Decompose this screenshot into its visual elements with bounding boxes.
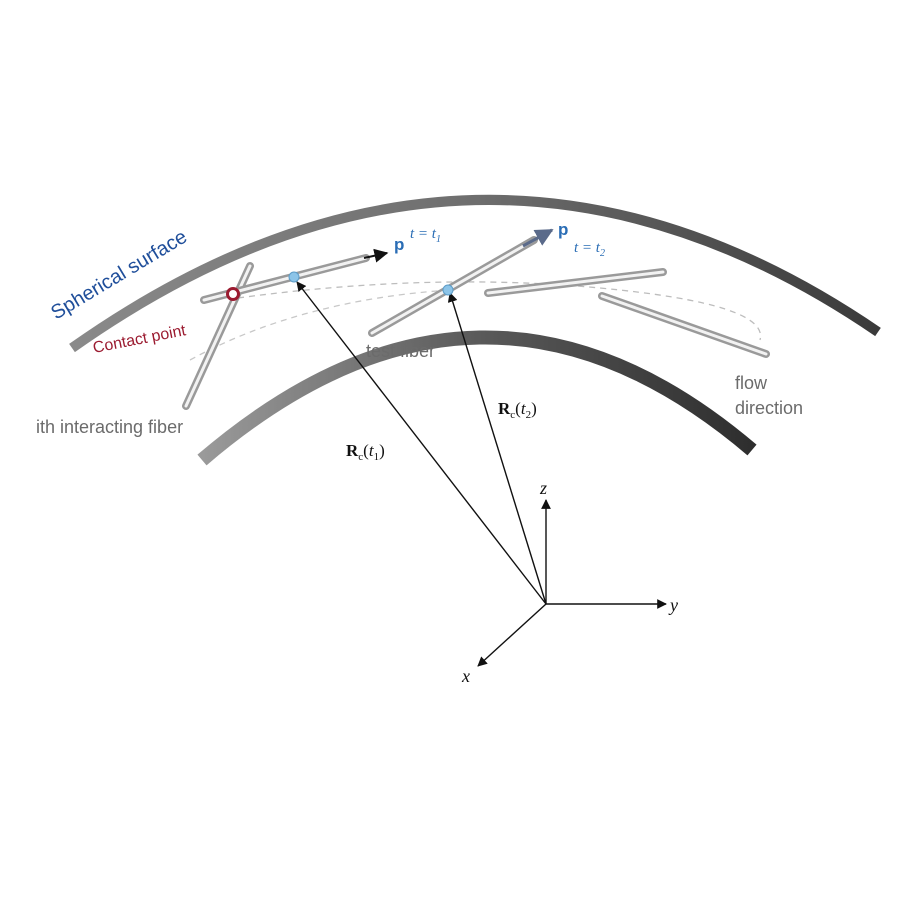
rc-t1-label: Rc(t1) <box>346 441 385 463</box>
rc-t2-vector <box>447 292 547 605</box>
p2-label: p <box>558 220 568 239</box>
fiber-right-upper <box>484 268 667 297</box>
x-axis <box>477 603 547 667</box>
center-marker-t1 <box>288 271 300 283</box>
direction-label: direction <box>735 398 803 418</box>
trajectory-dashed-upper <box>237 281 762 341</box>
p2-time-label: t = t2 <box>574 240 605 259</box>
z-axis-label: z <box>539 478 547 498</box>
p1-time-label: t = t1 <box>410 226 441 245</box>
ith-fiber-label: ith interacting fiber <box>36 417 183 437</box>
p2-orientation-arrow <box>522 228 554 248</box>
trajectory-dashed-lower <box>189 289 451 361</box>
x-axis-label: x <box>461 666 470 686</box>
p1-label: p <box>394 235 404 254</box>
test-fiber-label: test fiber <box>366 341 435 361</box>
p1-orientation-arrow <box>363 248 389 263</box>
inner-spherical-arc <box>197 330 757 466</box>
rc-t2-label: Rc(t2) <box>498 399 537 421</box>
y-axis-label: y <box>668 595 678 615</box>
test-fiber-at-t2 <box>368 236 538 337</box>
center-marker-t2 <box>442 284 454 296</box>
spherical-surface-label: Spherical surface <box>47 226 191 324</box>
flow-label: flow <box>735 373 768 393</box>
rc-t1-vector <box>296 281 547 605</box>
fiber-right-lower <box>598 292 770 358</box>
contact-point-marker <box>226 287 240 301</box>
outer-spherical-arc <box>69 194 881 353</box>
